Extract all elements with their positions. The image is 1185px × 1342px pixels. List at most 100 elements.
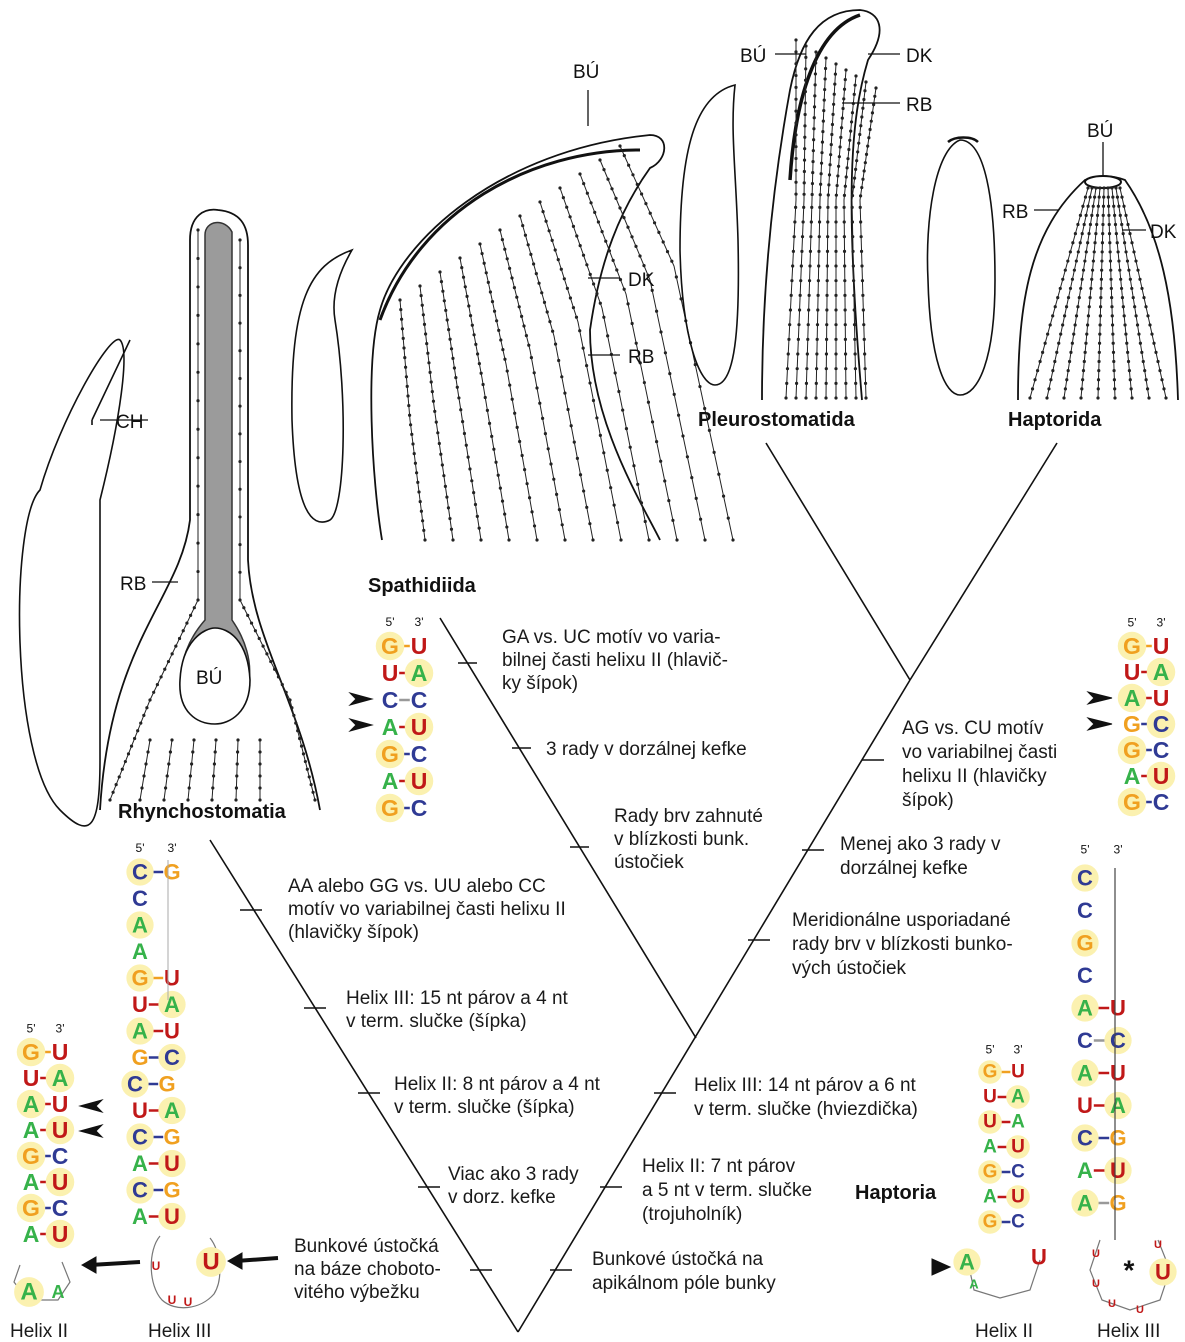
label-rb-pleuro: RB — [906, 95, 932, 116]
nucleotide: A — [1011, 1087, 1025, 1108]
nucleotide: C — [1153, 737, 1170, 763]
nucleotide: A — [959, 1250, 975, 1275]
nucleotide: A — [52, 1065, 69, 1091]
nucleotide: U — [202, 1249, 219, 1276]
nucleotide: G — [1123, 711, 1141, 737]
triangle-icon — [932, 1259, 950, 1275]
three-prime-label: 3' — [56, 1022, 65, 1036]
nucleotide: C — [1077, 898, 1093, 923]
nucleotide: U — [1153, 633, 1170, 659]
nucleotide: A — [23, 1117, 40, 1143]
label-bu-hapt: BÚ — [1087, 120, 1113, 142]
three-prime-label: 3' — [1114, 843, 1123, 857]
nucleotide: A — [132, 939, 148, 964]
nucleotide: A — [382, 768, 399, 794]
nucleotide: A — [1011, 1112, 1025, 1133]
character-hapt-meridional: Meridionálne usporiadanérady brv v blízk… — [792, 910, 1013, 979]
nucleotide: G — [1123, 737, 1141, 763]
branch-haptoria — [518, 680, 910, 1332]
nucleotide: C — [1110, 1028, 1126, 1053]
nucleotide: A — [969, 1277, 979, 1292]
nucleotide: G — [22, 1195, 40, 1221]
label-bu-spath: BÚ — [573, 61, 599, 83]
nucleotide: G — [381, 633, 399, 659]
taxon-pleurostomatida: Pleurostomatida — [698, 409, 856, 431]
label-bu-pleuro: BÚ — [740, 45, 766, 67]
nucleotide: C — [1011, 1212, 1025, 1233]
helix2-rhyncho: 5'3'GUUAAUAUGCAUGCAUAA — [14, 1022, 74, 1307]
nucleotide: C — [1153, 789, 1170, 815]
character-rhyncho-base: Bunkové ústočkána báze choboto-vitého vý… — [294, 1236, 441, 1303]
nucleotide: G — [131, 966, 148, 991]
nucleotide: A — [1077, 1191, 1093, 1216]
nucleotide: G — [983, 1162, 998, 1183]
nucleotide: A — [132, 1019, 148, 1044]
nucleotide: U — [1077, 1093, 1093, 1118]
nucleotide: A — [382, 714, 399, 740]
nucleotide: C — [132, 1125, 148, 1150]
helix2-spathidiida: 5'3'GUUACCAUGCAUGC — [376, 615, 434, 823]
arrowhead-icon — [350, 693, 372, 705]
nucleotide: U — [164, 1151, 180, 1176]
helix2-haptorida: 5'3'GUUAAUGCGCAUGC — [1118, 616, 1176, 817]
label-rb-hapt: RB — [1002, 202, 1028, 223]
nucleotide: C — [382, 687, 399, 713]
nucleotide: A — [132, 1151, 148, 1176]
nucleotide: U — [1011, 1187, 1025, 1208]
five-prime-label: 5' — [27, 1022, 36, 1036]
caption-helix3-right: Helix III — [1097, 1321, 1160, 1342]
nucleotide: U — [1155, 1260, 1171, 1285]
label-dk-spath: DK — [628, 270, 655, 291]
nucleotide: A — [164, 1098, 180, 1123]
nucleotide: G — [22, 1143, 40, 1169]
nucleotide: A — [23, 1169, 40, 1195]
nucleotide: U — [1092, 1248, 1100, 1260]
nucleotide: U — [1031, 1245, 1047, 1270]
nucleotide: G — [1076, 931, 1093, 956]
nucleotide: A — [983, 1137, 997, 1158]
nucleotide: G — [1123, 633, 1141, 659]
three-prime-label: 3' — [415, 615, 424, 629]
nucleotide: U — [164, 1204, 180, 1229]
nucleotide: G — [158, 1072, 175, 1097]
nucleotide: A — [164, 992, 180, 1017]
character-hapt-apical: Bunkové ústočká naapikálnom póle bunky — [592, 1249, 776, 1294]
nucleotide: A — [132, 1204, 148, 1229]
nucleotide: G — [983, 1062, 998, 1083]
nucleotide: C — [1077, 1028, 1093, 1053]
nucleotide: U — [164, 966, 180, 991]
nucleotide: A — [52, 1282, 65, 1302]
caption-helix2-right: Helix II — [975, 1321, 1033, 1342]
character-spathidiida-3rows: 3 rady v dorzálnej kefke — [546, 739, 747, 760]
helix2-haptoria: 5'3'GUUAUAAUGCAUGCAAU — [953, 1042, 1047, 1298]
nucleotide: U — [1136, 1304, 1144, 1316]
three-prime-label: 3' — [1157, 616, 1166, 630]
nucleotide: A — [1110, 1093, 1126, 1118]
five-prime-label: 5' — [136, 841, 145, 855]
nucleotide: A — [23, 1221, 40, 1247]
five-prime-label: 5' — [1128, 616, 1137, 630]
nucleotide: U — [52, 1117, 69, 1143]
branch-pleurostomatida — [766, 443, 910, 680]
nucleotide: C — [164, 1045, 180, 1070]
caption-helix3-left: Helix III — [148, 1321, 211, 1342]
spathidiida-body — [371, 135, 664, 540]
nucleotide: C — [411, 687, 428, 713]
nucleotide: U — [1092, 1278, 1100, 1290]
nucleotide: U — [52, 1091, 69, 1117]
nucleotide: G — [163, 1125, 180, 1150]
nucleotide: A — [1077, 1158, 1093, 1183]
taxon-rhynchostomatia: Rhynchostomatia — [118, 801, 287, 823]
branch-haptorida — [910, 443, 1057, 680]
nucleotide: C — [52, 1143, 69, 1169]
nucleotide: U — [1110, 1158, 1126, 1183]
haptorida-side-view — [927, 140, 995, 395]
nucleotide: C — [1077, 963, 1093, 988]
helix3-rhyncho: 5'3'CGCAAGUUAAUGCCGUACGAUCGAUUUUU — [121, 841, 226, 1309]
taxon-spathidiida: Spathidiida — [368, 575, 477, 597]
